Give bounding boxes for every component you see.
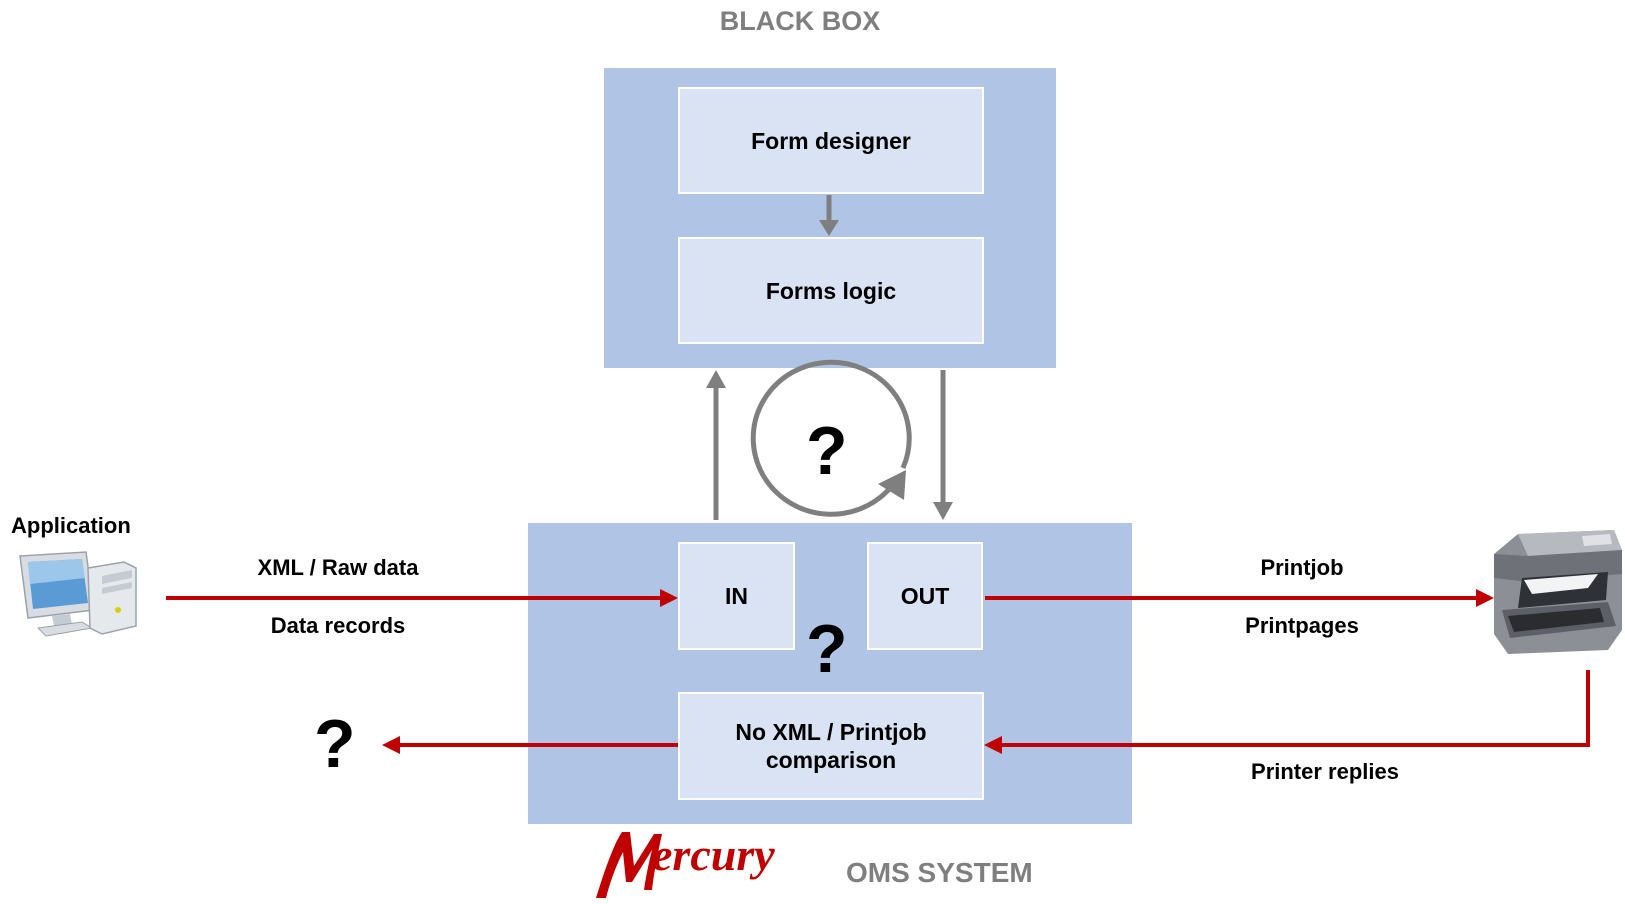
input-arrow xyxy=(166,589,678,607)
forms-logic-box: Forms logic xyxy=(678,237,984,344)
output-arrow xyxy=(985,589,1494,607)
form-designer-box: Form designer xyxy=(678,87,984,194)
designer-to-logic-arrow xyxy=(819,195,839,236)
output-bottom-label: Printpages xyxy=(1245,613,1359,638)
application-label: Application xyxy=(11,513,131,538)
cycle-question-mark: ? xyxy=(806,413,848,489)
input-top-label: XML / Raw data xyxy=(257,555,419,580)
printer-replies-label: Printer replies xyxy=(1251,759,1399,784)
return-arrow xyxy=(382,736,678,754)
input-bottom-label: Data records xyxy=(270,613,406,638)
black-box-title: BLACK BOX xyxy=(719,6,881,36)
printer-icon xyxy=(1494,530,1622,654)
in-box: IN xyxy=(678,542,795,650)
desktop-computer-icon xyxy=(19,551,137,637)
output-top-label: Printjob xyxy=(1260,555,1344,580)
mercury-logo: ercury xyxy=(596,829,775,898)
return-question-mark: ? xyxy=(314,706,356,782)
comparison-box: No XML / Printjob comparison xyxy=(678,692,984,800)
printer-replies-arrow xyxy=(984,670,1590,754)
out-box: OUT xyxy=(867,542,983,650)
mercury-wordmark: ercury xyxy=(652,829,775,880)
down-arrow-to-out xyxy=(933,370,953,520)
middle-question-mark: ? xyxy=(806,611,848,687)
oms-system-label: OMS SYSTEM xyxy=(846,857,1033,888)
up-arrow-to-black-box xyxy=(706,370,726,520)
cycle-icon xyxy=(750,359,912,517)
